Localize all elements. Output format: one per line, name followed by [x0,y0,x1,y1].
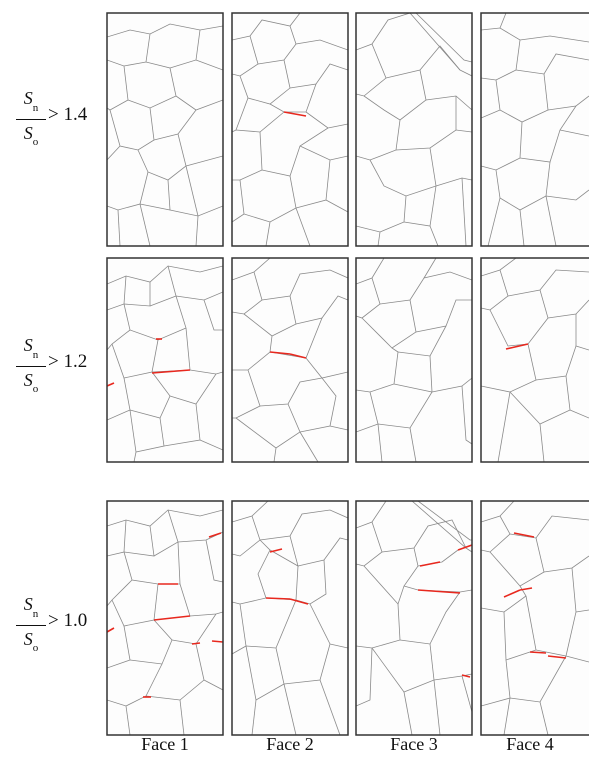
panel-row3-face3 [355,500,473,736]
row-label-2: Sn So > 1.2 [2,335,106,405]
panel-row3-face2 [231,500,349,736]
column-label-face2: Face 2 [266,734,314,754]
panel-row1-face3 [355,12,473,247]
highlight-segments [106,532,224,698]
ratio-fraction: Sn So [16,88,46,150]
highlight-segments [503,532,567,659]
highlight-segments [265,548,309,605]
column-label-face3: Face 3 [390,734,438,754]
panel-row1-face2 [231,12,349,247]
panel-row2-face1 [106,257,224,463]
highlight-segment [505,343,529,350]
panel-row2-face3 [355,257,473,463]
highlight-segments [269,351,307,359]
panel-row1-face1 [106,12,224,247]
ratio-fraction: Sn So [16,335,46,397]
panel-row1-face4 [480,12,589,247]
panel-row3-face4 [480,500,589,736]
row-label-3: Sn So > 1.0 [2,594,106,664]
panel-row2-face4 [480,257,589,463]
highlight-segments [417,544,473,678]
column-label-face1: Face 1 [141,734,189,754]
threshold-value: > 1.4 [48,104,88,125]
highlight-segments [106,338,191,387]
panel-row3-face1 [106,500,224,736]
threshold-value: > 1.2 [48,351,88,372]
column-label-face4: Face 4 [506,734,554,754]
panel-row2-face2 [231,257,349,463]
ratio-fraction: Sn So [16,594,46,656]
highlight-segment [283,111,307,117]
row-label-1: Sn So > 1.4 [2,88,106,158]
threshold-value: > 1.0 [48,610,88,631]
